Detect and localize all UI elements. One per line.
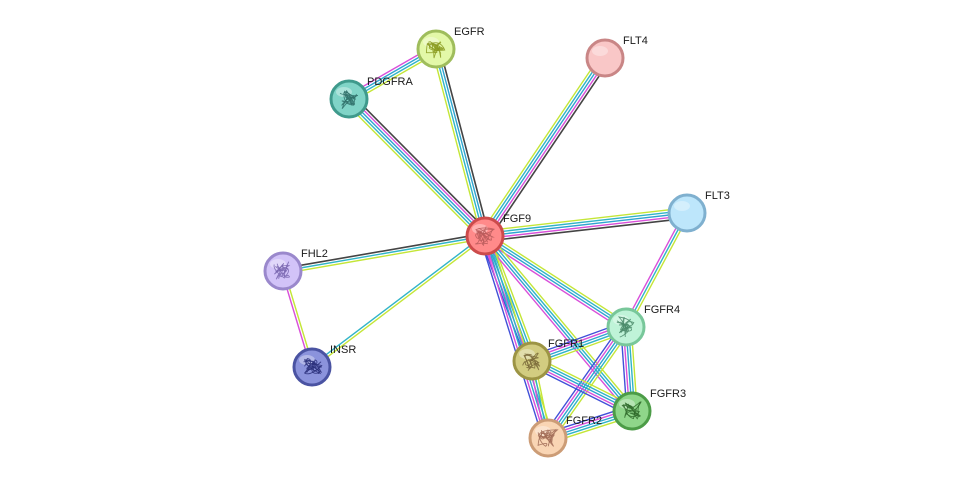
- edge-fgf9-fgfr3[interactable]: [481, 233, 636, 414]
- edge-line-database: [436, 48, 487, 236]
- edge-flt3-fgfr4[interactable]: [623, 211, 690, 329]
- edge-line-black: [485, 217, 688, 242]
- edge-fgf9-fgfr1[interactable]: [479, 233, 538, 364]
- protein-structure-icon: [616, 316, 635, 338]
- edge-line-textmining: [283, 237, 486, 275]
- edge-line-coexpression: [625, 212, 688, 328]
- edge-line-experiment: [481, 236, 531, 363]
- edge-fgf9-egfr[interactable]: [431, 47, 490, 238]
- edge-line-coexpression: [482, 56, 604, 235]
- edge-line-experiment: [486, 59, 608, 238]
- edge-line-database: [483, 236, 632, 413]
- edge-fgf9-fgfr2[interactable]: [479, 234, 554, 440]
- node-fgfr4[interactable]: FGFR4: [606, 304, 680, 347]
- edge-line-coexpression: [485, 234, 634, 411]
- node-label-fgf9: FGF9: [503, 213, 531, 225]
- edge-line-experiment: [350, 96, 488, 235]
- edge-line-coexpression: [282, 235, 486, 272]
- node-fgfr1[interactable]: FGFR1: [512, 338, 584, 381]
- node-fgfr2[interactable]: FGFR2: [528, 415, 602, 458]
- edge-fgf9-flt4[interactable]: [480, 54, 610, 240]
- edge-line-textmining: [484, 207, 687, 232]
- edge-line-database: [348, 98, 486, 237]
- node-label-insr: INSR: [330, 344, 356, 356]
- edge-line-coexpression: [486, 234, 536, 361]
- protein-structure-icon: [339, 89, 359, 109]
- edge-line-textmining: [489, 233, 538, 360]
- edge-line-coexpression: [485, 234, 628, 327]
- edge-line-black: [282, 232, 485, 270]
- edge-line-database: [484, 212, 688, 237]
- edge-line-textmining: [480, 54, 602, 234]
- node-label-fhl2: FHL2: [301, 248, 328, 260]
- edge-line-black: [488, 60, 610, 240]
- edge-line-coexpression: [346, 100, 484, 239]
- edge-line-experiment: [485, 214, 688, 240]
- edge-line-textmining: [487, 233, 636, 409]
- edge-line-database: [484, 57, 606, 237]
- node-pdgfra[interactable]: PDGFRA: [329, 76, 414, 119]
- node-circle[interactable]: [667, 193, 707, 233]
- edge-fgf9-insr[interactable]: [310, 234, 487, 369]
- edge-line-experiment: [481, 236, 547, 439]
- node-circle[interactable]: [263, 251, 303, 291]
- node-fgfr3[interactable]: FGFR3: [612, 388, 686, 431]
- edge-line-homology: [543, 323, 623, 436]
- node-label-fgfr2: FGFR2: [566, 415, 602, 427]
- edge-line-coexpression: [484, 209, 687, 235]
- node-fhl2[interactable]: FHL2: [263, 248, 328, 291]
- protein-structure-icon: [537, 428, 559, 447]
- edge-line-homology: [479, 237, 528, 364]
- node-fgf9[interactable]: FGF9: [465, 213, 531, 256]
- edge-line-experiment: [481, 238, 630, 414]
- protein-structure-icon: [475, 226, 496, 247]
- protein-structure-icon: [273, 261, 291, 280]
- edge-line-textmining: [627, 213, 690, 329]
- node-insr[interactable]: INSR: [292, 344, 356, 387]
- edge-line-database: [483, 236, 626, 329]
- edges-layer: [281, 45, 690, 444]
- edge-line-experiment: [623, 211, 686, 327]
- edge-fgf9-pdgfra[interactable]: [344, 94, 490, 241]
- edge-line-homology: [479, 237, 544, 440]
- node-label-flt4: FLT4: [623, 35, 648, 47]
- edge-line-database: [484, 235, 533, 362]
- node-highlight: [674, 201, 690, 211]
- edge-line-textmining: [312, 236, 487, 369]
- node-flt3[interactable]: FLT3: [667, 190, 730, 233]
- node-flt4[interactable]: FLT4: [585, 35, 648, 78]
- edge-line-coexpression: [310, 234, 485, 367]
- edge-fgf9-fhl2[interactable]: [282, 232, 486, 275]
- edge-line-textmining: [431, 49, 482, 238]
- edge-line-textmining: [486, 232, 629, 325]
- edge-line-database: [484, 235, 549, 439]
- node-label-fgfr3: FGFR3: [650, 388, 686, 400]
- protein-structure-icon: [621, 401, 642, 420]
- node-label-flt3: FLT3: [705, 190, 730, 202]
- node-circle[interactable]: [585, 38, 625, 78]
- protein-structure-icon: [522, 352, 541, 371]
- edge-line-black: [352, 94, 490, 233]
- edge-line-coexpression: [486, 235, 552, 438]
- edge-line-textmining: [489, 234, 554, 437]
- edge-fgf9-flt3[interactable]: [484, 207, 688, 242]
- node-egfr[interactable]: EGFR: [416, 26, 485, 69]
- protein-structure-icon: [425, 41, 446, 59]
- node-highlight: [592, 46, 608, 56]
- edge-line-black: [438, 47, 490, 236]
- edge-line-textmining: [344, 102, 482, 241]
- node-label-pdgfra: PDGFRA: [367, 76, 414, 88]
- protein-structure-icon: [303, 358, 323, 375]
- node-label-fgfr1: FGFR1: [548, 338, 584, 350]
- edge-line-coexpression: [434, 49, 485, 237]
- node-label-egfr: EGFR: [454, 26, 485, 38]
- node-label-fgfr4: FGFR4: [644, 304, 680, 316]
